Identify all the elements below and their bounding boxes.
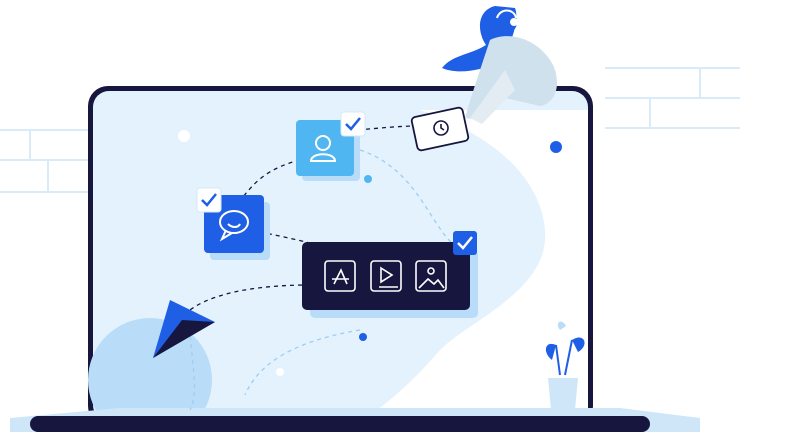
history-ticket (410, 106, 470, 152)
background-bricks-left (0, 129, 95, 193)
app-panel-checkmark-icon (453, 231, 477, 255)
app-store-icon (324, 260, 356, 292)
decor-dot-dark (359, 333, 367, 341)
background-bricks-right (605, 67, 740, 129)
history-clock-icon (433, 120, 449, 136)
user-card (296, 111, 366, 181)
chat-card-checkmark-icon (196, 187, 222, 213)
dashed-connector-lines (189, 125, 419, 311)
agent-arm (470, 70, 515, 124)
laptop-base (10, 408, 700, 432)
agent-head (493, 10, 517, 34)
app-panel (302, 231, 478, 318)
paper-plane-icon (153, 300, 215, 358)
decor-circle-large (88, 318, 212, 432)
headset-icon (496, 9, 518, 26)
plant-icon (545, 321, 585, 410)
image-icon (415, 260, 447, 292)
decor-dot-light (364, 175, 372, 183)
chat-card (196, 187, 270, 260)
chat-bubble-icon (219, 210, 249, 242)
decor-dot-white-2 (276, 368, 284, 376)
support-agent (442, 6, 557, 124)
user-card-checkmark-icon (340, 111, 366, 137)
decor-dot-blue (550, 141, 562, 153)
screen-white-flow (360, 110, 588, 421)
video-play-icon (370, 260, 402, 292)
user-icon (309, 135, 337, 162)
decor-dot-white (178, 130, 190, 142)
